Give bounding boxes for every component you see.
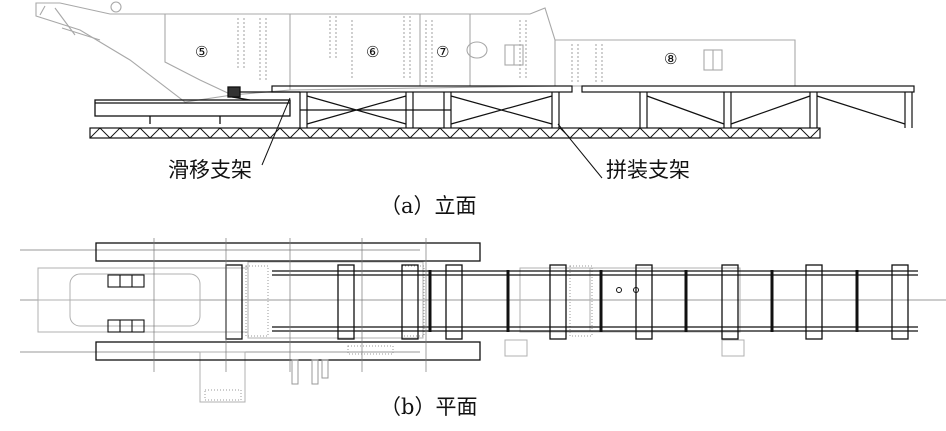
segment-label-5: ⑤ (195, 43, 209, 61)
plan-wheel-blocks (107, 274, 145, 333)
caption-plan: （b）平面 (380, 395, 478, 419)
segment-label-6: ⑥ (366, 43, 380, 61)
plan-girder-outline (37, 261, 745, 403)
plan-cross-frames (225, 264, 909, 340)
slide-support-label: 滑移支架 (168, 158, 252, 182)
assembly-support-label: 拼装支架 (606, 158, 690, 182)
slide-support-frame (94, 86, 300, 124)
plan-grid-lines (153, 238, 427, 372)
assembly-support-leader (557, 123, 603, 179)
plan-rails (272, 270, 918, 332)
segment-label-7: ⑦ (436, 43, 450, 61)
plan-thin-members (428, 270, 859, 332)
assembly-support-truss (271, 85, 915, 128)
slide-support-leader (261, 97, 291, 166)
plan-slide-beams (95, 242, 481, 361)
plan-holes (616, 287, 639, 293)
caption-elevation: （a）立面 (380, 194, 477, 218)
plan-hangers (291, 359, 329, 385)
ground-hatch (89, 127, 821, 139)
segment-label-8: ⑧ (664, 50, 678, 68)
plan-bolt-patches (204, 265, 593, 401)
steel-box-girder-segments (35, 1, 796, 103)
